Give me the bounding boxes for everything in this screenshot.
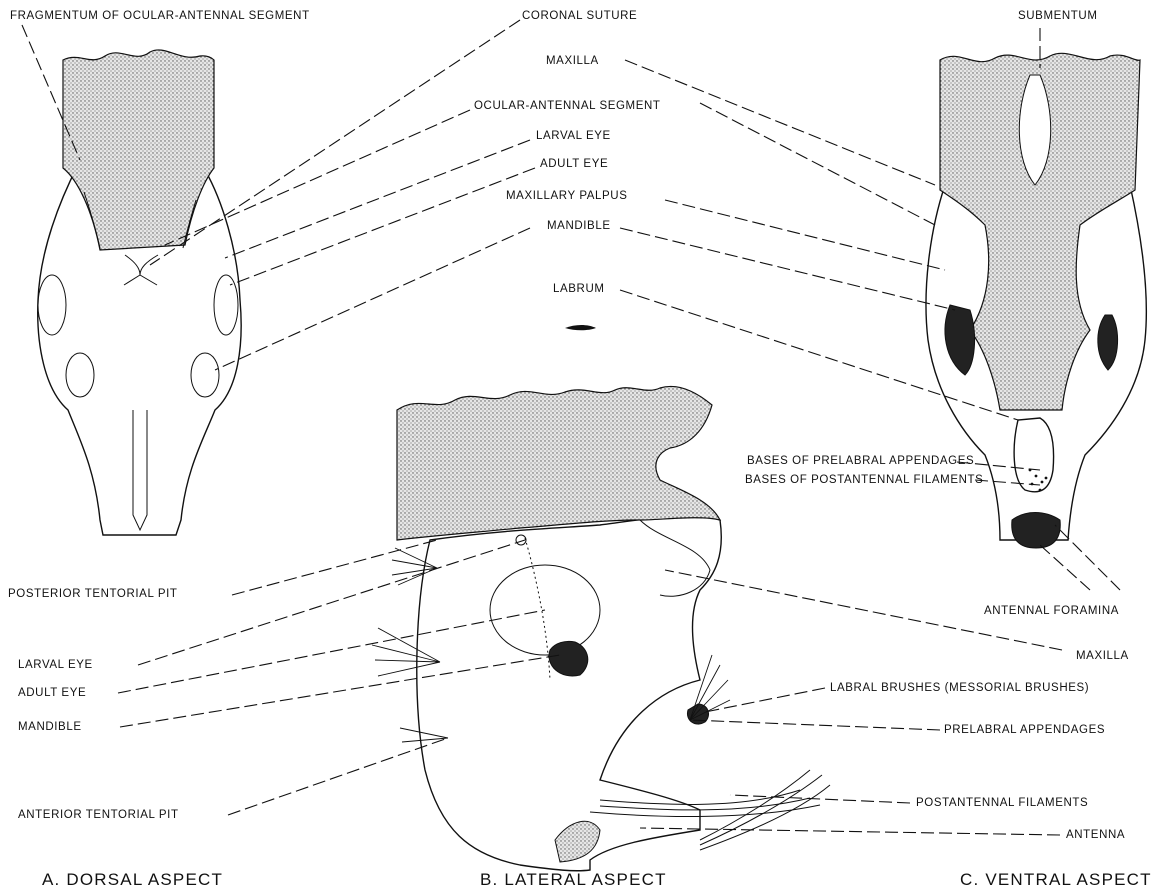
label-coronal-suture: CORONAL SUTURE	[522, 10, 637, 23]
label-bases-prelabral: BASES OF PRELABRAL APPENDAGES	[747, 455, 974, 468]
label-prelabral-appendages: PRELABRAL APPENDAGES	[944, 724, 1105, 737]
label-submentum: SUBMENTUM	[1018, 10, 1098, 23]
label-adult-eye-top: ADULT EYE	[540, 158, 608, 171]
lateral-fragmentum	[397, 386, 720, 540]
label-maxilla-right: MAXILLA	[1076, 650, 1129, 663]
label-labral-brushes: LABRAL BRUSHES (MESSORIAL BRUSHES)	[830, 682, 1089, 695]
labrum-mark	[565, 325, 596, 330]
label-maxillary-palpus: MAXILLARY PALPUS	[506, 190, 627, 203]
label-fragmentum: FRAGMENTUM OF OCULAR-ANTENNAL SEGMENT	[10, 10, 310, 23]
label-ocular-antennal-segment: OCULAR-ANTENNAL SEGMENT	[474, 100, 661, 113]
label-postantennal-filaments: POSTANTENNAL FILAMENTS	[916, 797, 1088, 810]
ventral-labrum	[1014, 418, 1053, 492]
label-anterior-tentorial-pit: ANTERIOR TENTORIAL PIT	[18, 809, 179, 822]
label-mandible-left: MANDIBLE	[18, 721, 82, 734]
label-adult-eye-left: ADULT EYE	[18, 687, 86, 700]
label-mandible-top: MANDIBLE	[547, 220, 611, 233]
label-antennal-foramina: ANTENNAL FORAMINA	[984, 605, 1119, 618]
caption-dorsal-aspect: A. DORSAL ASPECT	[42, 870, 223, 890]
label-labrum: LABRUM	[553, 283, 605, 296]
label-larval-eye-top: LARVAL EYE	[536, 130, 611, 143]
label-larval-eye-left: LARVAL EYE	[18, 659, 93, 672]
dorsal-head-drawing	[38, 50, 241, 535]
label-bases-postantennal: BASES OF POSTANTENNAL FILAMENTS	[745, 474, 983, 487]
label-posterior-tentorial-pit: POSTERIOR TENTORIAL PIT	[8, 588, 178, 601]
caption-ventral-aspect: C. VENTRAL ASPECT	[960, 870, 1152, 890]
ventral-antennal-foramina	[1012, 513, 1061, 549]
caption-lateral-aspect: B. LATERAL ASPECT	[480, 870, 667, 890]
label-antenna: ANTENNA	[1066, 829, 1125, 842]
label-maxilla-top: MAXILLA	[546, 55, 599, 68]
